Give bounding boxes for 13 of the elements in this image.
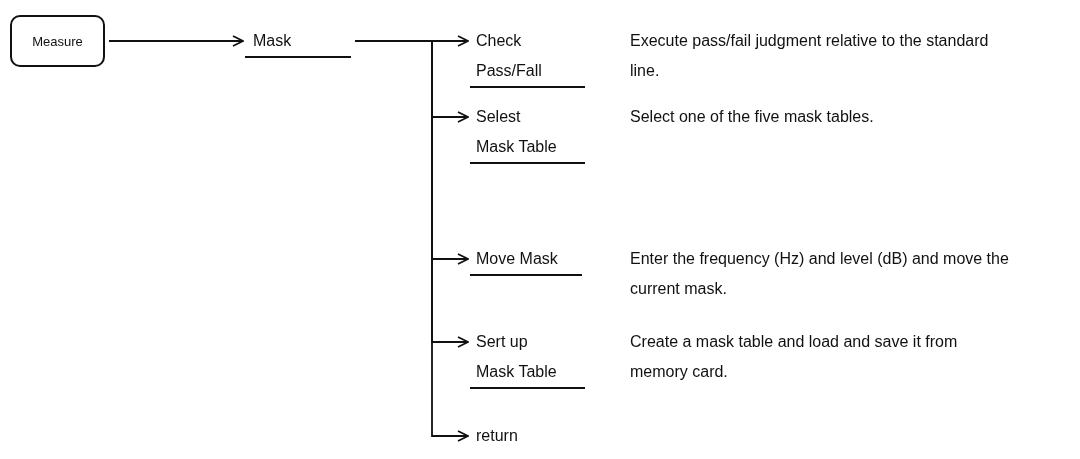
menu-item-label: Selest Mask Table	[470, 102, 585, 164]
arrow	[108, 35, 244, 47]
arrow	[354, 40, 469, 442]
description-text: Enter the frequency (Hz) and level (dB) and move the current mask.	[630, 249, 1010, 299]
menu-item-label: Check Pass/Fall	[470, 26, 585, 88]
menu-item-label: Mask	[245, 26, 352, 58]
menu-item-label: Sert up Mask Table	[470, 327, 585, 389]
description-text: Create a mask table and load and save it from memory card.	[630, 332, 959, 382]
description-text: Execute pass/fail judgment relative to the standard line.	[630, 31, 990, 81]
description-text: Select one of the five mask tables.	[630, 107, 875, 127]
menu-item-label: Move Mask	[470, 244, 582, 276]
key-button: Measure	[10, 15, 105, 67]
menu-item-label: return	[470, 421, 518, 451]
